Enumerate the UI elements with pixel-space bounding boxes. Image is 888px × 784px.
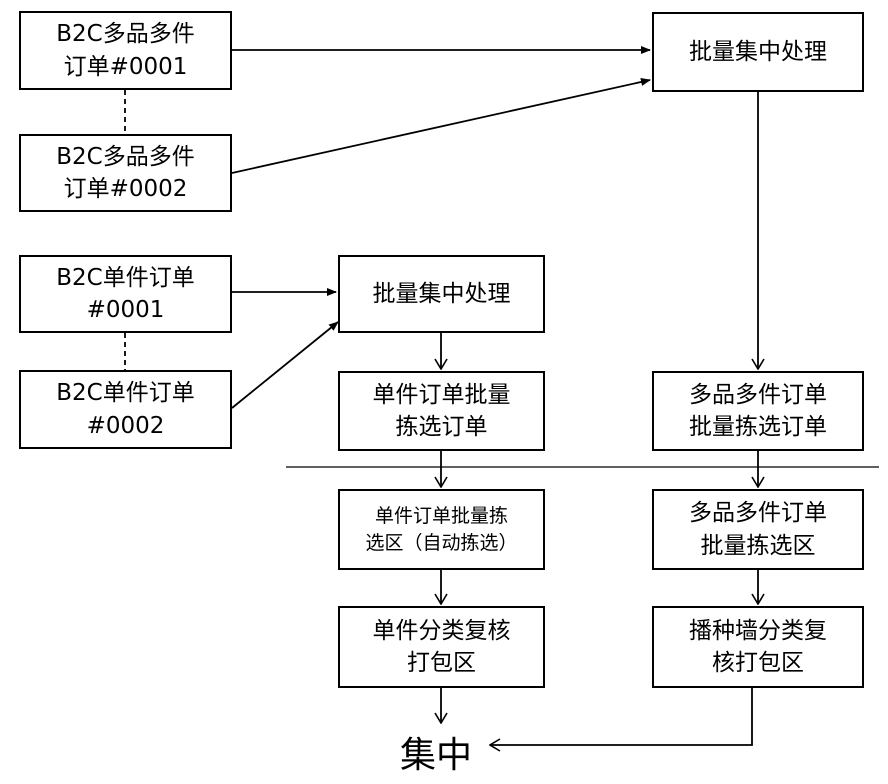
node-line: B2C单件订单: [56, 380, 195, 407]
node-line: 选区（自动拣选）: [365, 531, 518, 554]
arrow-single2-to-batch-mid: [231, 321, 339, 409]
node-single-pick-order: 单件订单批量 拣选订单: [338, 371, 545, 451]
node-line: 批量集中处理: [689, 38, 827, 65]
node-b2c-single-order-0001: B2C单件订单 #0001: [19, 255, 232, 333]
node-single-pack-zone: 单件分类复核 打包区: [338, 606, 545, 688]
node-line: 核打包区: [712, 650, 804, 676]
node-wall-pack-zone: 播种墙分类复 核打包区: [652, 606, 864, 688]
node-line: 拣选订单: [395, 414, 488, 440]
node-line: 单件订单批量拣: [374, 504, 508, 527]
node-line: 批量拣选订单: [689, 414, 827, 440]
node-line: 多品多件订单: [689, 500, 827, 527]
node-line: 多品多件订单: [689, 381, 827, 408]
node-single-pick-zone: 单件订单批量拣 选区（自动拣选）: [338, 489, 545, 570]
node-line: B2C单件订单: [56, 264, 195, 291]
node-line: 订单#0002: [63, 176, 188, 202]
node-line: B2C多品多件: [56, 21, 195, 48]
node-line: #0001: [86, 297, 165, 323]
node-line: 单件分类复核: [372, 617, 511, 644]
node-line: #0002: [86, 412, 165, 439]
node-line: 批量拣选区: [700, 532, 816, 559]
arrow-wall-pack-to-final: [490, 688, 753, 745]
node-b2c-multi-order-0002: B2C多品多件 订单#0002: [19, 134, 232, 212]
node-line: 批量集中处理: [372, 280, 511, 307]
node-batch-process-mid: 批量集中处理: [338, 255, 545, 333]
node-b2c-multi-order-0001: B2C多品多件 订单#0001: [19, 11, 232, 90]
node-b2c-single-order-0002: B2C单件订单 #0002: [19, 370, 232, 449]
node-line: 订单#0001: [63, 53, 188, 80]
node-line: 单件订单批量: [372, 381, 511, 408]
arrow-multi2-to-batch-top: [231, 78, 651, 174]
node-batch-process-top: 批量集中处理: [652, 12, 864, 92]
node-line: B2C多品多件: [56, 143, 195, 170]
node-multi-pick-zone: 多品多件订单 批量拣选区: [652, 489, 864, 570]
node-line: 播种墙分类复: [689, 617, 827, 644]
node-final-concentrate: 集中: [400, 735, 473, 776]
node-line: 打包区: [407, 650, 476, 676]
node-multi-pick-order: 多品多件订单 批量拣选订单: [652, 371, 864, 451]
